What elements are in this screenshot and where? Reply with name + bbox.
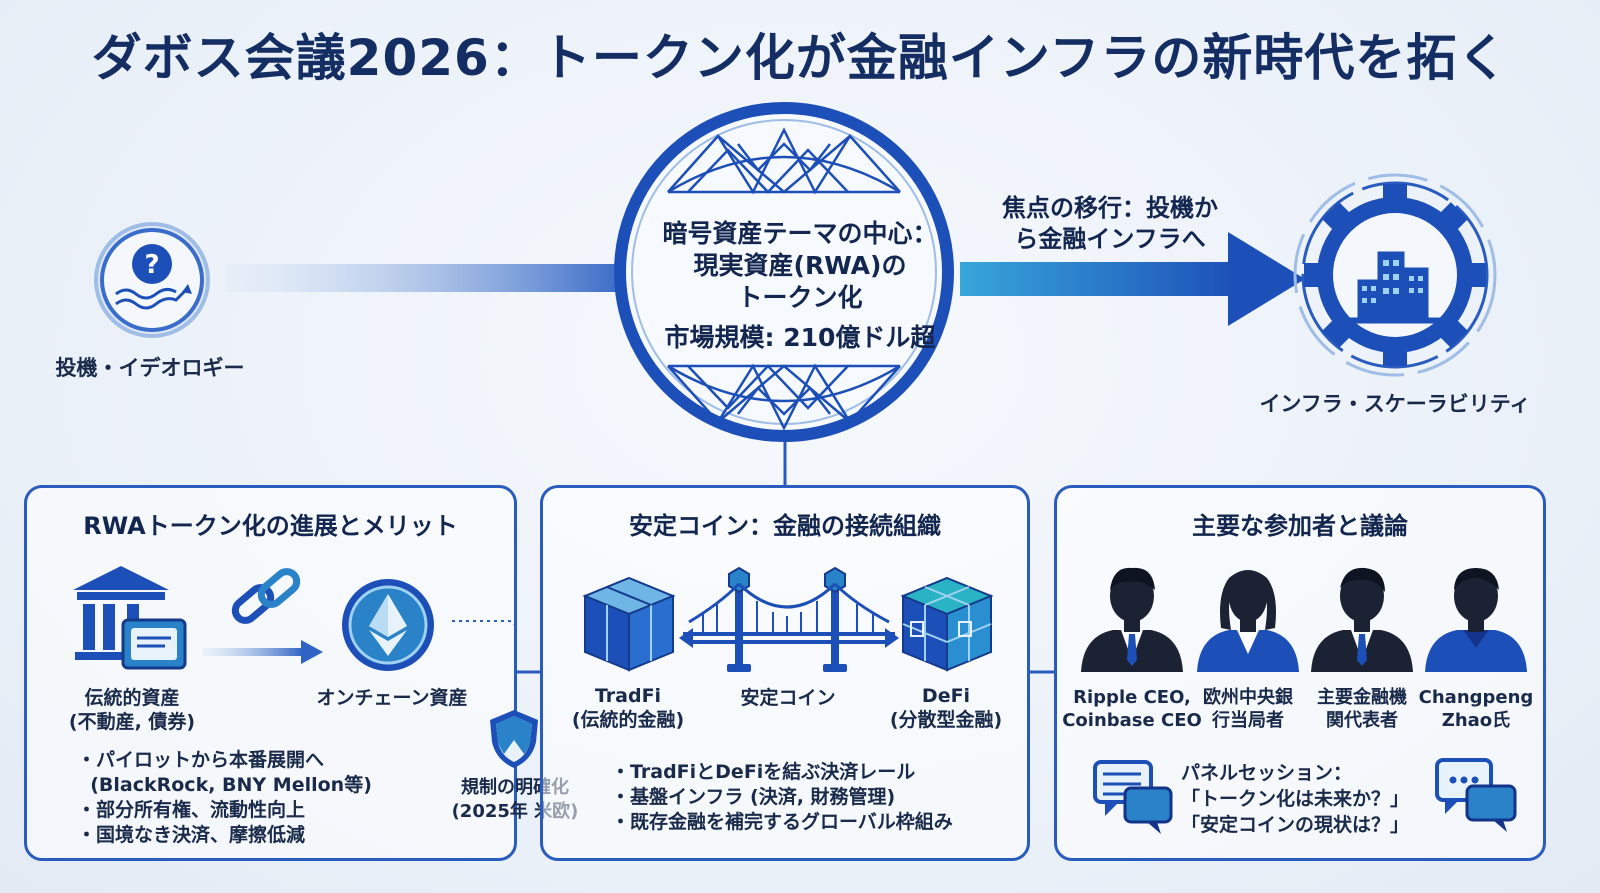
participant-1-line2: Coinbase CEO (1062, 710, 1202, 731)
participant-4-line1: Changpeng (1418, 687, 1534, 708)
participant-2-label: 欧州中央銀 行当局者 (1193, 686, 1303, 732)
panel-session-title: パネルセッション： (1181, 762, 1353, 784)
participant-3-label: 主要金融機 関代表者 (1307, 686, 1417, 732)
defi-line2: (分散型金融) (889, 709, 1003, 731)
rwa-bullet-3: ・部分所有権、流動性向上 (77, 799, 306, 821)
rwa-bullets: ・パイロットから本番展開へ (BlackRock, BNY Mellon等) ・… (77, 748, 372, 848)
infrastructure-gear-icon (1293, 173, 1497, 377)
center-line2: 現実資産(RWA)の (693, 251, 907, 280)
tradfi-line2: (伝統的金融) (571, 709, 685, 731)
infrastructure-label: インフラ・スケーラビリティ (1259, 392, 1531, 416)
tradfi-cube-icon (582, 576, 676, 672)
chat-bubble-left-icon (1093, 760, 1173, 834)
participants-panel-title: 主要な参加者と議論 (1192, 512, 1408, 540)
participant-1-line1: Ripple CEO, (1073, 687, 1191, 708)
shift-line2: ら金融インフラへ (1014, 225, 1206, 253)
asset-arrow (203, 640, 323, 664)
bank-certificate-icon (73, 566, 187, 670)
traditional-line2: (不動産, 債券) (68, 711, 196, 733)
stable-bullet-2: ・基盤インフラ (決済, 財務管理) (611, 786, 896, 808)
market-size: 市場規模: 210億ドル超 (664, 323, 936, 352)
left-beam (225, 264, 635, 292)
panel-question-2: 「安定コインの現状は？」 (1181, 814, 1410, 836)
person-cz-icon (1425, 568, 1527, 672)
traditional-line1: 伝統的資産 (84, 687, 180, 709)
chain-link-icon (231, 568, 301, 624)
rwa-panel: RWAトークン化の進展とメリット 伝統的資産 (不動産, 債券) オンチェーン資… (24, 485, 517, 861)
speculation-label: 投機・イデオロギー (55, 356, 245, 380)
stablecoin-panel: 安定コイン：金融の接続組織 (540, 485, 1030, 861)
bridge-icon (679, 566, 899, 672)
chat-bubble-right-icon (1435, 758, 1517, 832)
participant-3-line2: 関代表者 (1326, 710, 1398, 731)
stablecoin-bullets: ・TradFiとDeFiを結ぶ決済レール ・基盤インフラ (決済, 財務管理) … (611, 760, 953, 835)
onchain-asset-label: オンチェーン資産 (316, 687, 468, 709)
rwa-panel-title: RWAトークン化の進展とメリット (83, 512, 458, 540)
shift-arrow (960, 232, 1305, 326)
rwa-bullet-4: ・国境なき決済、摩擦低減 (77, 824, 306, 846)
regulation-dotted-line (452, 620, 517, 675)
participant-3-line1: 主要金融機 (1317, 687, 1407, 708)
panel-session-text: パネルセッション： 「トークン化は未来か？」 「安定コインの現状は？」 (1181, 760, 1431, 838)
center-line1: 暗号資産テーマの中心： (662, 219, 938, 248)
participant-4-line2: Zhao氏 (1441, 710, 1511, 731)
page-title: ダボス会議2026：トークン化が金融インフラの新時代を拓く (91, 29, 1509, 87)
person-financial-institution-icon (1311, 567, 1413, 672)
rwa-bullet-2: (BlackRock, BNY Mellon等) (77, 774, 372, 796)
stable-bullet-3: ・既存金融を補完するグローバル枠組み (611, 811, 953, 833)
defi-blocks-icon (900, 576, 994, 672)
stablecoin-panel-title: 安定コイン：金融の接続組織 (629, 512, 941, 540)
shift-label: 焦点の移行：投機か ら金融インフラへ (985, 193, 1235, 255)
panel-question-1: 「トークン化は未来か？」 (1181, 788, 1410, 810)
center-line3: トークン化 (737, 283, 863, 312)
center-text: 暗号資産テーマの中心： 現実資産(RWA)の トークン化 市場規模: 210億ド… (640, 218, 960, 354)
tradfi-line1: TradFi (594, 685, 662, 707)
lattice-bottom-icon (667, 363, 901, 431)
stablecoin-label: 安定コイン (740, 687, 836, 709)
shield-icon (490, 710, 538, 768)
defi-line1: DeFi (921, 685, 971, 707)
shift-line1: 焦点の移行：投機か (1002, 194, 1218, 222)
person-ripple-coinbase-icon (1081, 567, 1183, 672)
speculation-icon: ? (94, 222, 210, 338)
participant-2-line2: 行当局者 (1212, 710, 1284, 731)
rwa-bullet-1: ・パイロットから本番展開へ (77, 749, 325, 771)
rwa-center-circle (614, 102, 954, 442)
lattice-top-icon (667, 127, 901, 195)
stable-bullet-1: ・TradFiとDeFiを結ぶ決済レール (611, 761, 916, 783)
ethereum-token-icon (342, 579, 434, 671)
participant-1-label: Ripple CEO, Coinbase CEO (1061, 686, 1203, 732)
defi-label: DeFi (分散型金融) (871, 684, 1021, 732)
person-ecb-icon (1197, 570, 1299, 672)
participant-4-label: Changpeng Zhao氏 (1413, 686, 1539, 732)
traditional-asset-label: 伝統的資産 (不動産, 債券) (57, 686, 207, 734)
svg-text:?: ? (144, 250, 159, 280)
participant-2-line1: 欧州中央銀 (1203, 687, 1293, 708)
tradfi-label: TradFi (伝統的金融) (553, 684, 703, 732)
participants-panel: 主要な参加者と議論 Ripple CEO, Coinbase CEO (1054, 485, 1546, 861)
